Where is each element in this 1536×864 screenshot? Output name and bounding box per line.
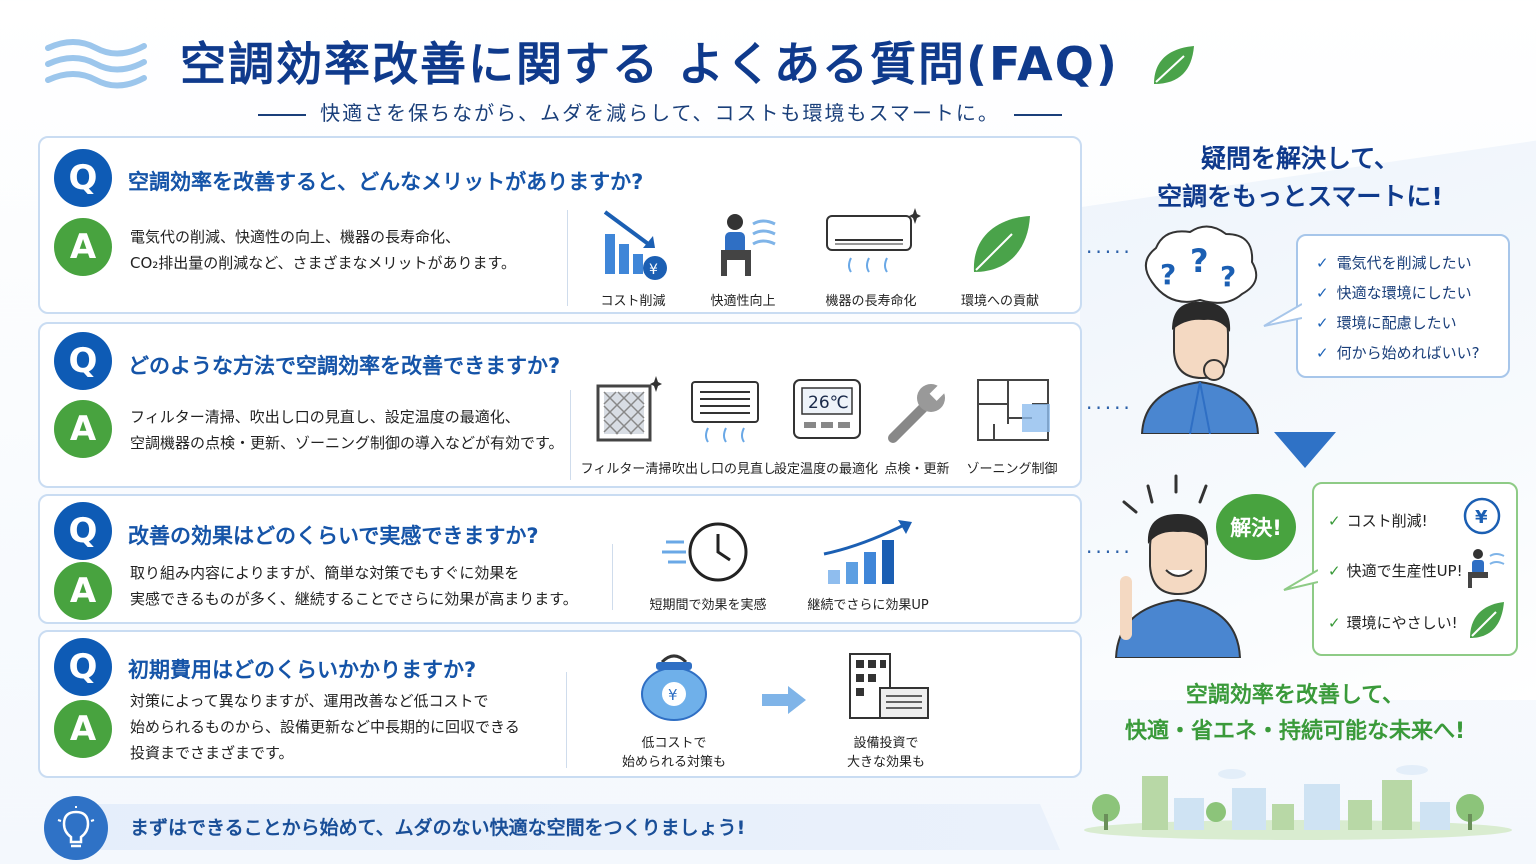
connector-dots: ····· [1086,396,1133,420]
answer-badge: A [54,218,112,276]
check-icon: ✓ [1316,344,1329,362]
svg-text:¥: ¥ [649,262,658,278]
building-equipment-icon [849,653,929,719]
yen-coin-icon: ¥ [1463,497,1501,535]
page-title: 空調効率改善に関する よくある質問(FAQ) [180,37,1119,91]
method-thermostat: 26℃ 設定温度の最適化 [774,374,878,477]
check-icon: ✓ [1328,562,1341,580]
check-icon: ✓ [1316,254,1329,272]
svg-text:26℃: 26℃ [808,393,849,413]
benefit-longevity: 機器の長寿命化 [812,206,930,309]
check-icon: ✓ [1328,614,1341,632]
wave-icon [45,39,147,89]
concerns-box: ✓電気代を削減したい ✓快適な環境にしたい ✓環境に配慮したい ✓何から始めれば… [1296,234,1510,378]
cost-low: ¥ 低コストで 始められる対策も [606,648,742,770]
benefit-cost: ¥ コスト削減 [584,206,682,309]
thinking-person-icon: ? ? ? [1140,225,1260,434]
happy-person-icon [1114,474,1242,658]
filter-icon [596,376,662,442]
method-maintenance: 点検・更新 [876,374,958,477]
question-badge: Q [54,332,112,390]
question-text: どのような方法で空調効率を改善できますか? [128,354,561,378]
air-conditioner-icon [826,208,921,273]
benefit-item: ✓コスト削減! [1328,512,1428,530]
sidebar-heading: 疑問を解決して、空調をもっとスマートに! [1157,144,1443,211]
concern-item: ✓快適な環境にしたい [1316,284,1472,302]
faq-card-3: Q 改善の効果はどのくらいで実感できますか? A 取り組み内容によりますが、簡単… [38,494,1082,624]
vent-icon [691,381,759,443]
faq-card-2: Q どのような方法で空調効率を改善できますか? A フィルター清掃、吹出し口の見… [38,322,1082,488]
answer-text: フィルター清掃、吹出し口の見直し、設定温度の最適化、空調機器の点検・更新、ゾーニ… [130,408,564,452]
question-text: 改善の効果はどのくらいで実感できますか? [128,524,539,548]
svg-text:¥: ¥ [668,686,678,704]
divider [612,544,613,610]
floor-plan-icon [977,379,1050,441]
speech-tail [1263,303,1302,327]
svg-text:?: ? [1220,260,1236,293]
cost-investment: 設備投資で 大きな効果も [816,648,956,770]
connector-dots: ····· [1086,240,1133,264]
question-badge: Q [54,638,112,696]
answer-text: 取り組み内容によりますが、簡単な対策でもすぐに効果を実感できるものが多く、継続す… [130,564,578,608]
question-text: 初期費用はどのくらいかかりますか? [128,658,477,682]
answer-text: 対策によって異なりますが、運用改善など低コストで始められるものから、設備更新など… [130,692,520,762]
divider [566,672,567,768]
connector-dots: ····· [1086,540,1133,564]
divider [570,390,571,480]
banner-text: まずはできることから始めて、ムダのない快適な空間をつくりましょう! [130,817,746,839]
wrench-icon [888,382,948,443]
lightbulb-badge [44,796,108,860]
check-icon: ✓ [1316,284,1329,302]
sidebar-footer: 空調効率を改善して、快適・省エネ・持続可能な未来へ! [1124,683,1466,744]
bottom-banner [60,804,1060,850]
leaf-icon [1470,602,1504,638]
comfort-person-icon [721,214,776,276]
faq-card-4: Q 初期費用はどのくらいかかりますか? A 対策によって異なりますが、運用改善な… [38,630,1082,778]
benefit-item: ✓環境にやさしい! [1328,614,1458,632]
answer-text: 電気代の削減、快適性の向上、機器の長寿命化、CO₂排出量の削減など、さまざまなメ… [130,228,517,272]
question-badge: Q [54,149,112,207]
benefits-box: ✓コスト削減! ✓快適で生産性UP! ✓環境にやさしい! ¥ [1312,482,1518,656]
cost-reduction-chart-icon: ¥ [603,210,667,280]
growth-chart-icon [823,520,912,584]
check-icon: ✓ [1316,314,1329,332]
concern-item: ✓電気代を削減したい [1316,254,1472,272]
concern-item: ✓環境に配慮したい [1316,314,1457,332]
arrow-right-icon [762,686,806,714]
clock-icon [662,522,748,582]
concern-item: ✓何から始めればいい? [1316,344,1480,362]
answer-badge: A [54,700,112,758]
divider [567,210,568,306]
method-vent: 吹出し口の見直し [672,374,776,477]
comfort-person-icon [1468,549,1505,588]
faq-card-1: Q 空調効率を改善すると、どんなメリットがありますか? A 電気代の削減、快適性… [38,136,1082,314]
svg-text:?: ? [1190,242,1209,280]
method-filter: フィルター清掃 [580,374,672,477]
method-zoning: ゾーニング制御 [960,374,1064,477]
question-text: 空調効率を改善すると、どんなメリットがありますか? [128,170,644,194]
page-subtitle: 快適さを保ちながら、ムダを減らして、コストも環境もスマートに。 [230,97,1090,126]
benefit-item: ✓快適で生産性UP! [1328,562,1463,580]
effect-continuous: 継続でさらに効果UP [798,518,938,613]
lightbulb-icon [57,806,95,848]
down-arrow-icon [1274,432,1336,468]
city-skyline-illustration [1084,765,1512,840]
thermostat-icon: 26℃ [793,379,861,439]
svg-text:?: ? [1160,258,1176,291]
solved-bubble: 解決! [1216,494,1296,560]
answer-badge: A [54,400,112,458]
benefit-environment: 環境への貢献 [944,206,1056,309]
speech-tail [1283,569,1318,591]
coin-purse-icon: ¥ [641,654,707,721]
benefit-comfort: 快適性向上 [694,206,792,309]
leaf-icon [1154,46,1194,84]
answer-badge: A [54,562,112,620]
effect-short-term: 短期間で効果を実感 [638,518,778,613]
question-badge: Q [54,502,112,560]
svg-text:¥: ¥ [1475,507,1488,528]
leaf-icon [973,216,1030,272]
check-icon: ✓ [1328,512,1341,530]
